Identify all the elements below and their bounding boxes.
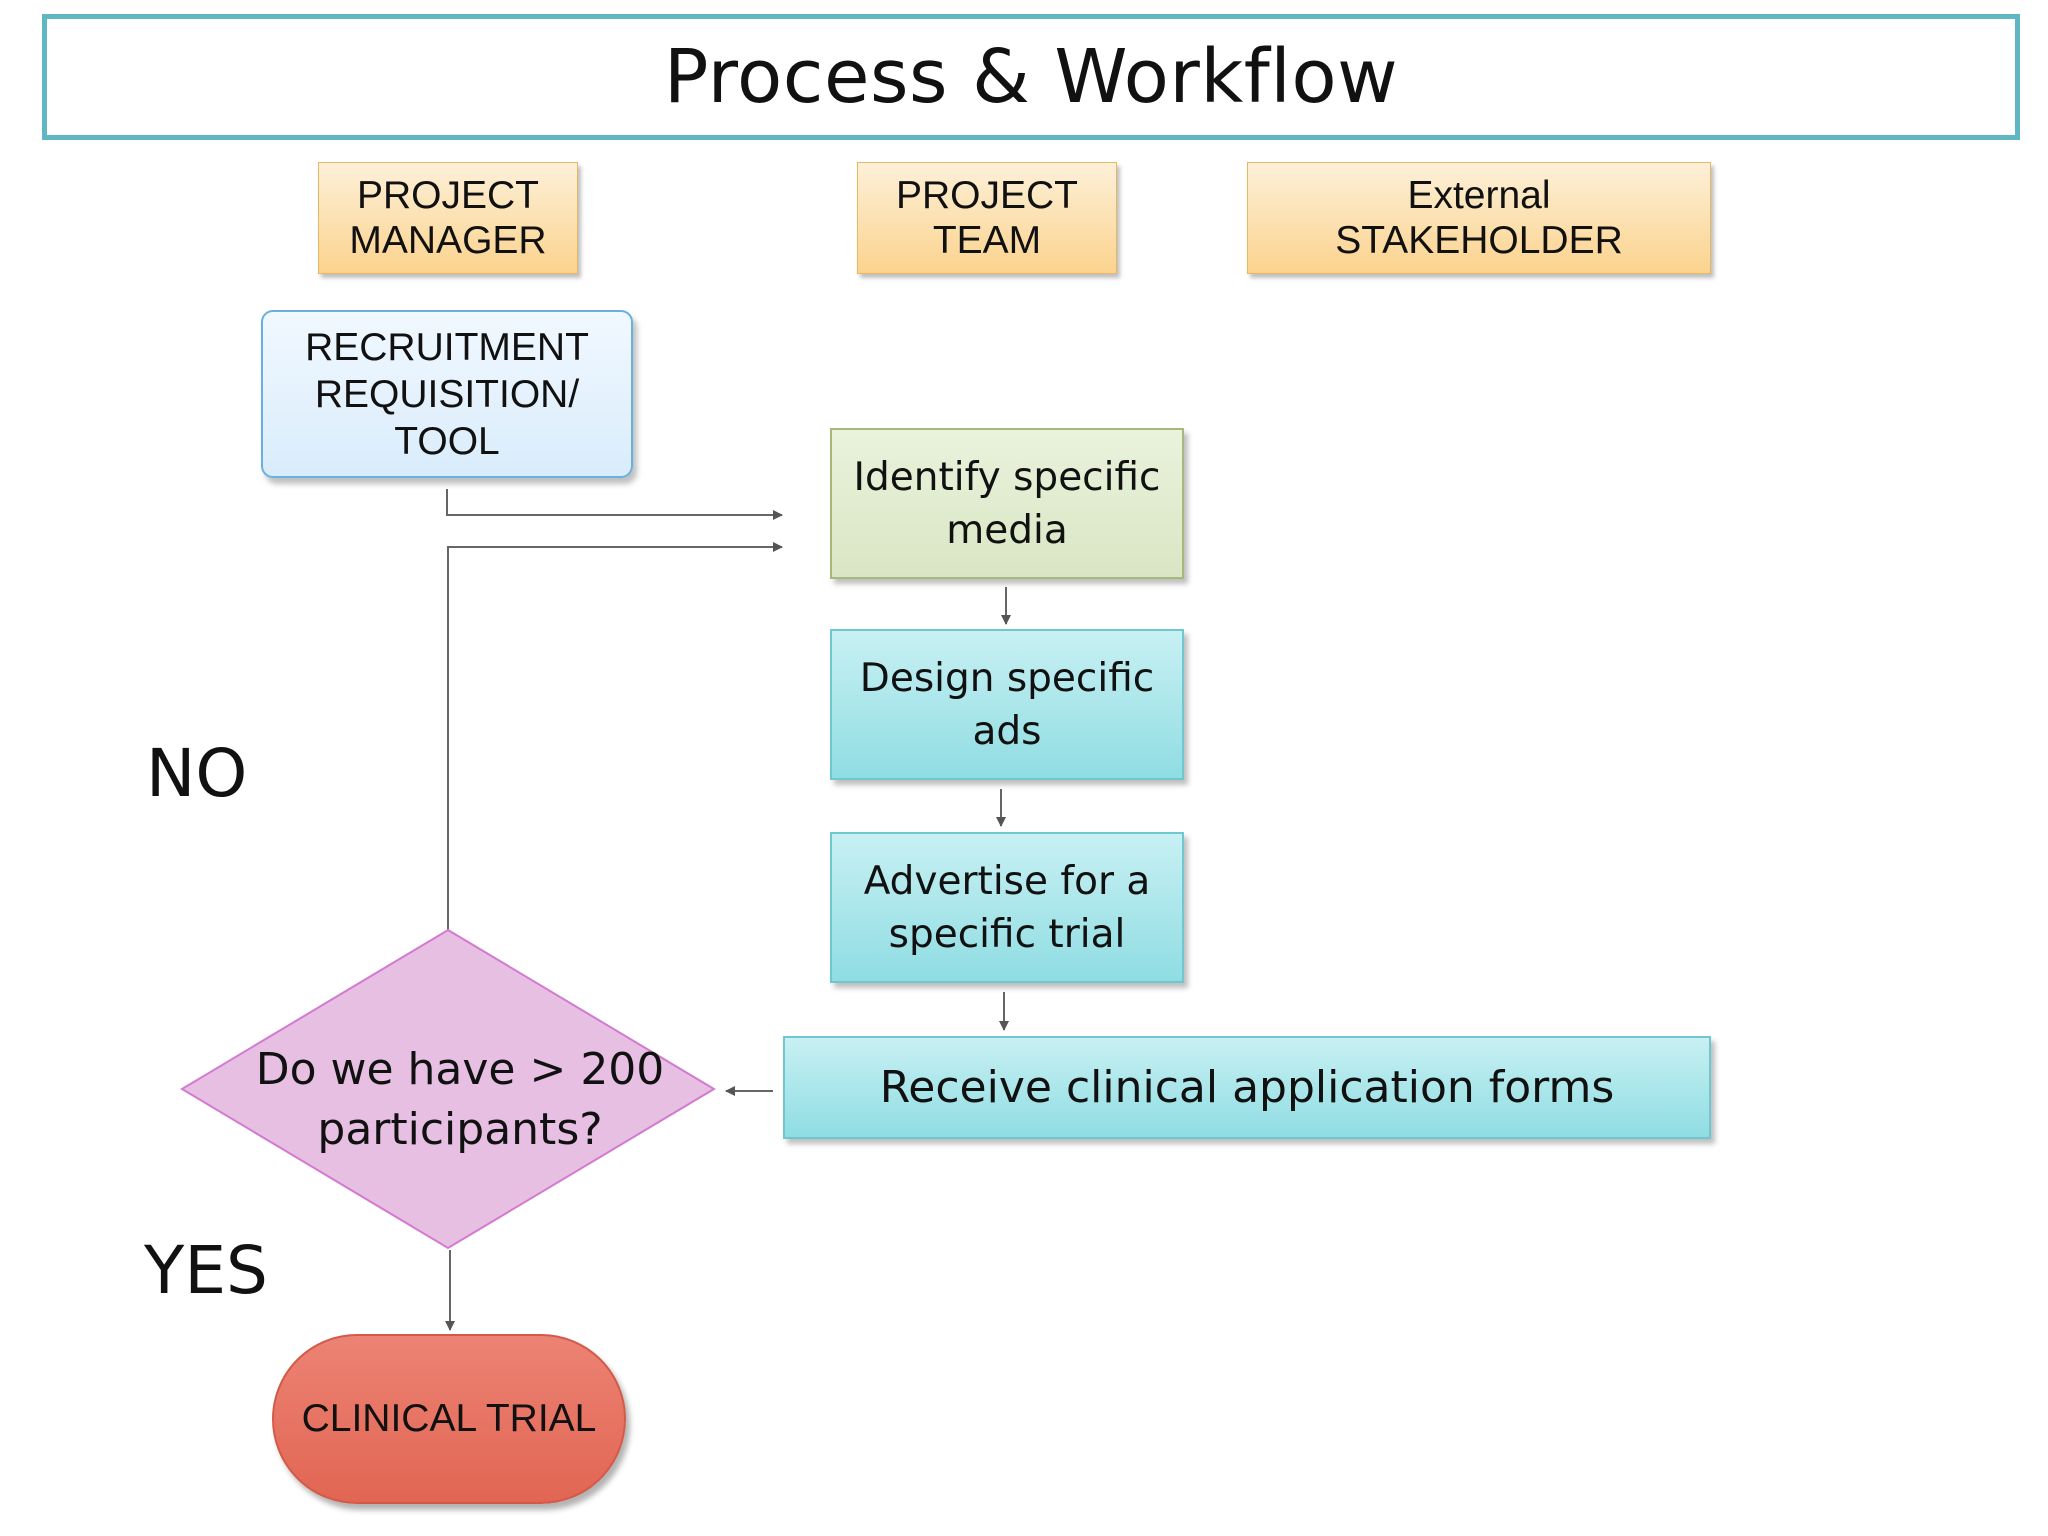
node-clinical-trial: CLINICAL TRIAL — [272, 1334, 626, 1504]
diagram-title: Process & Workflow — [663, 34, 1399, 120]
node-design-ads: Design specific ads — [830, 629, 1184, 780]
decision-label: Do we have > 200 participants? — [255, 1044, 665, 1155]
node-recruitment-requisition: RECRUITMENT REQUISITION/ TOOL — [261, 310, 633, 478]
node-identify-media: Identify specific media — [830, 428, 1184, 579]
connector-no-loop — [447, 542, 783, 930]
decision-diamond — [180, 928, 716, 1250]
node-receive-forms: Receive clinical application forms — [783, 1036, 1711, 1139]
lane-header-external-stakeholder: External STAKEHOLDER — [1247, 162, 1711, 274]
lane-header-project-manager: PROJECT MANAGER — [318, 162, 578, 274]
branch-label-yes: YES — [144, 1232, 268, 1309]
lane-header-project-team: PROJECT TEAM — [857, 162, 1117, 274]
node-advertise-trial: Advertise for a specific trial — [830, 832, 1184, 983]
diagram-title-frame: Process & Workflow — [42, 14, 2020, 140]
branch-label-no: NO — [146, 735, 248, 812]
connector-requisition-to-identify — [446, 489, 783, 520]
